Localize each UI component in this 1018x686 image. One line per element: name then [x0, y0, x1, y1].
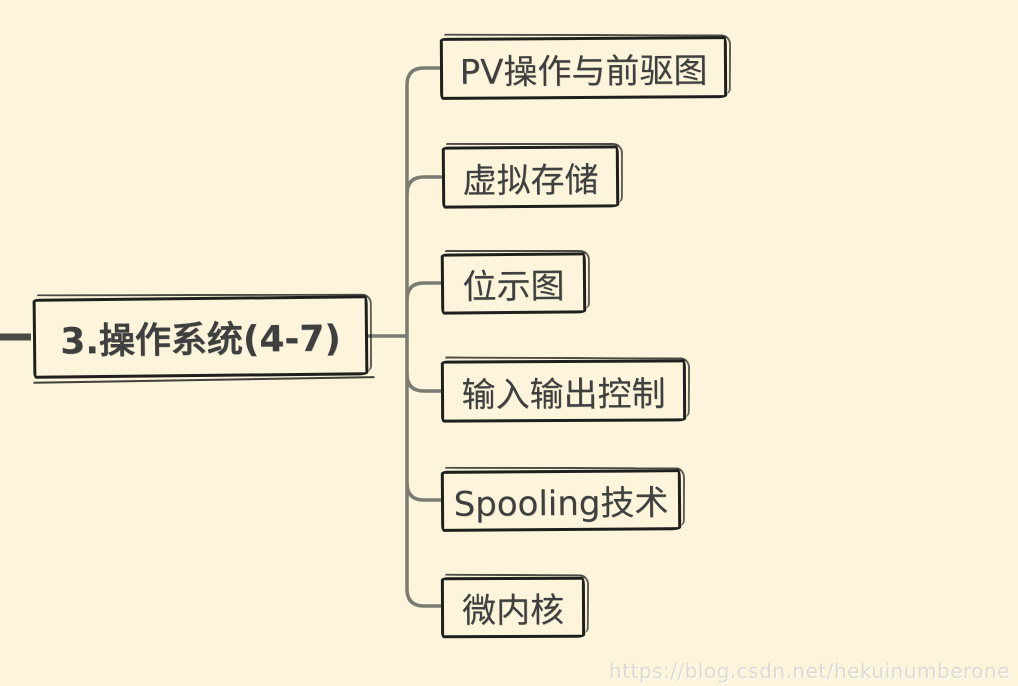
child-node-label: 位示图: [462, 266, 565, 308]
branch-line-spooling: [405, 481, 443, 502]
child-node-bitmap[interactable]: 位示图: [440, 252, 587, 315]
child-node-virtual-memory[interactable]: 虚拟存储: [441, 145, 620, 209]
branch-line-io-control: [405, 372, 443, 393]
root-node-operating-system[interactable]: 3.操作系统(4-7): [32, 295, 369, 379]
child-node-pv-precedence-graph[interactable]: PV操作与前驱图: [439, 36, 728, 100]
trunk-line: [405, 66, 442, 608]
child-node-label: 输入输出控制: [461, 373, 666, 416]
child-node-spooling[interactable]: Spooling技术: [440, 469, 682, 532]
child-node-microkernel[interactable]: 微内核: [440, 576, 586, 639]
child-node-label: 虚拟存储: [462, 159, 599, 202]
child-node-label: PV操作与前驱图: [459, 50, 708, 93]
child-node-label: 微内核: [461, 590, 565, 632]
branch-line-bitmap: [405, 281, 443, 302]
branch-line-virtual-memory: [405, 175, 443, 196]
csdn-watermark: https://blog.csdn.net/hekuinumberone: [609, 659, 1010, 683]
child-node-io-control[interactable]: 输入输出控制: [440, 359, 687, 423]
root-node-label: 3.操作系统(4-7): [59, 318, 342, 363]
child-node-label: Spooling技术: [453, 483, 669, 525]
